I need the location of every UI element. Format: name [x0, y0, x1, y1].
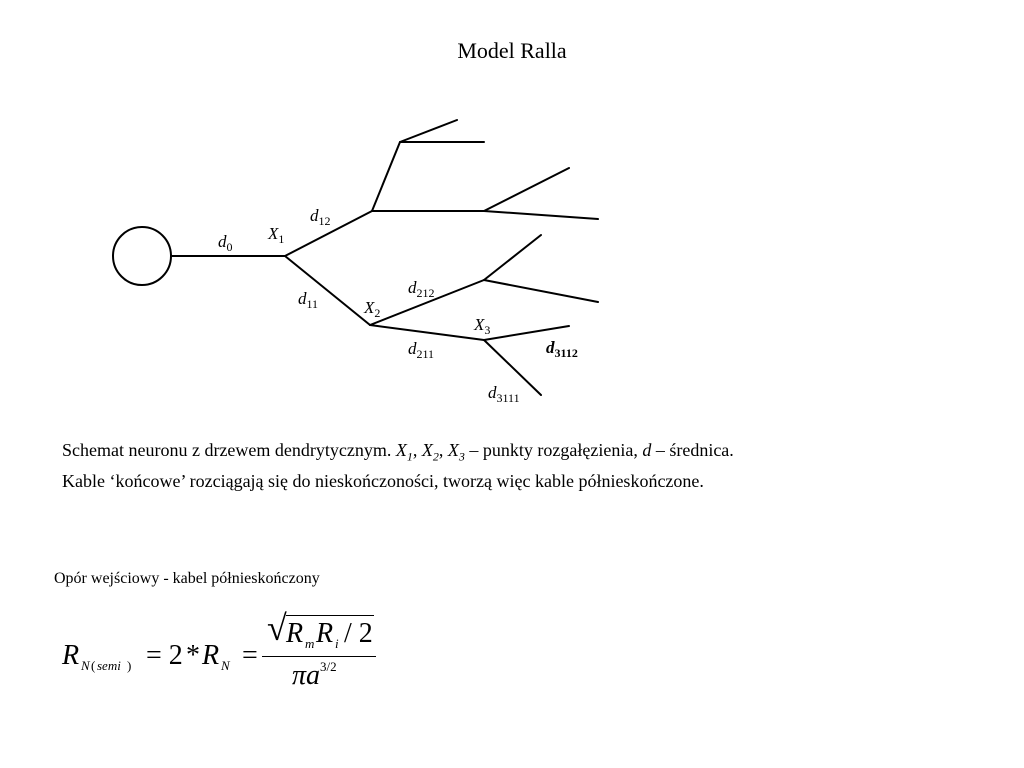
caption-x1: X1 — [395, 440, 413, 464]
slide-title: Model Ralla — [457, 38, 567, 63]
formula-num-sub-m: m — [305, 636, 315, 651]
formula-sqrt-sign: √ — [267, 608, 287, 648]
branch-up-stem — [371, 141, 401, 212]
branch-mid-right — [483, 210, 599, 220]
label-d11: d11 — [298, 289, 319, 311]
branch-d212-up — [483, 234, 542, 281]
branch-mid-up — [483, 167, 570, 212]
formula-den-exp: 3/2 — [320, 659, 337, 674]
formula-sqrt-bar — [286, 615, 374, 616]
formula-lhs-sub-close: ) — [127, 658, 132, 673]
label-d0: d0 — [218, 232, 233, 254]
label-d3111: d3111 — [488, 383, 520, 405]
branch-d12 — [284, 210, 373, 257]
label-d12: d12 — [310, 206, 331, 228]
formula-num-r2: R — [316, 618, 334, 649]
label-x3: X3 — [474, 315, 491, 337]
label-d3112: d3112 — [546, 338, 578, 360]
formula-rn-sub-n: N — [221, 658, 230, 673]
formula-lhs-sub-semi: semi — [97, 658, 121, 673]
diagram-caption: Schemat neuronu z drzewem dendrytycznym.… — [62, 438, 982, 493]
branch-up-left — [399, 119, 458, 143]
soma-circle — [112, 226, 172, 286]
formula-eq-two: = 2 — [146, 640, 183, 671]
formula-rn-r: R — [202, 640, 220, 671]
formula-star: * — [186, 640, 200, 671]
formula-lhs-sub-open: ( — [91, 658, 96, 673]
branch-d11 — [284, 255, 371, 326]
formula-num-slash-two: / 2 — [344, 618, 373, 649]
caption-x3: X3 — [447, 440, 465, 464]
label-x2: X2 — [364, 298, 381, 320]
label-d212: d212 — [408, 278, 435, 300]
label-x1: X1 — [268, 224, 285, 246]
formula-label: Opór wejściowy - kabel półnieskończony — [54, 570, 320, 587]
branch-d3111 — [483, 339, 542, 396]
caption-d: d — [642, 440, 652, 460]
caption-line-1: Schemat neuronu z drzewem dendrytycznym.… — [62, 440, 734, 464]
branch-d211 — [369, 324, 485, 341]
branch-d212-right — [483, 279, 599, 303]
branch-d212 — [369, 279, 485, 326]
formula-den-pi-a: πa — [292, 660, 321, 691]
input-resistance-formula: R N ( semi ) = 2 * R N = √ R m R i / 2 π… — [62, 608, 402, 692]
formula-num-sub-i: i — [335, 636, 339, 651]
caption-line-2: Kable ‘końcowe’ rozciągają się do niesko… — [62, 470, 704, 491]
branch-d3112 — [483, 325, 570, 341]
label-d211: d211 — [408, 339, 435, 361]
caption-x2: X2 — [421, 440, 439, 464]
formula-fraction-bar — [262, 656, 376, 657]
formula-num-r1: R — [286, 618, 304, 649]
formula-eq-second: = — [242, 640, 258, 671]
formula-lhs-sub-n: N — [81, 658, 90, 673]
formula-lhs-r: R — [62, 640, 80, 671]
